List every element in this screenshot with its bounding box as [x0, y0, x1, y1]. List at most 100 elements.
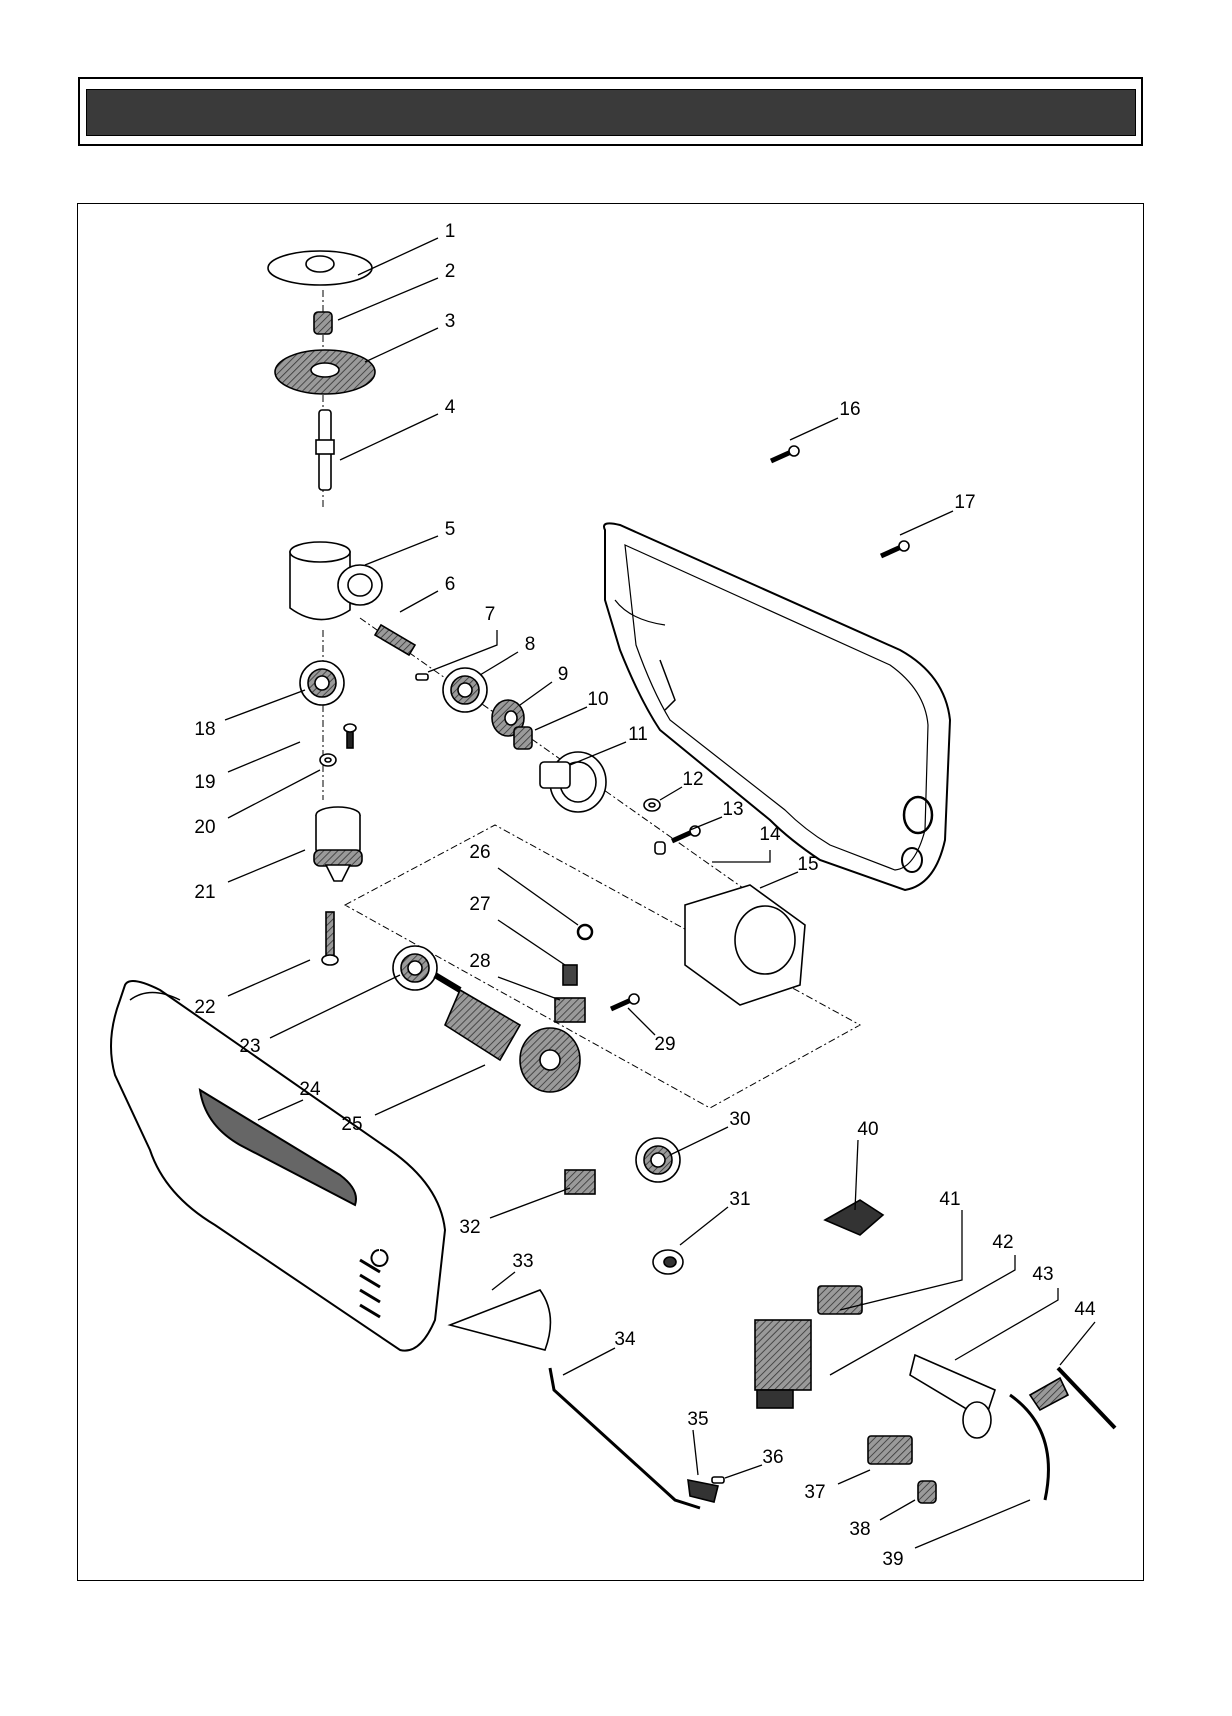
leader-36 — [725, 1465, 762, 1478]
leader-23 — [270, 975, 400, 1038]
leader-37 — [838, 1470, 870, 1484]
part-1 — [268, 251, 372, 285]
part-label-35: 35 — [687, 1409, 708, 1430]
part-label-25: 25 — [341, 1114, 362, 1135]
leader-28 — [498, 977, 560, 1000]
part-6 — [375, 625, 415, 655]
part-25 — [435, 975, 580, 1092]
part-31 — [653, 1250, 683, 1274]
part-21 — [314, 807, 362, 881]
leader-40 — [855, 1140, 858, 1210]
leader-4 — [340, 414, 438, 460]
part-33 — [450, 1290, 550, 1350]
part-36 — [712, 1477, 724, 1483]
leader-33 — [492, 1272, 515, 1290]
part-26 — [578, 925, 592, 939]
part-12 — [644, 799, 660, 811]
part-label-34: 34 — [614, 1329, 636, 1350]
part-label-7: 7 — [485, 604, 496, 625]
part-23 — [393, 946, 437, 990]
leader-25 — [375, 1065, 485, 1115]
leader-17 — [900, 511, 953, 535]
part-label-36: 36 — [762, 1447, 783, 1468]
part-label-26: 26 — [469, 842, 490, 863]
part-label-21: 21 — [194, 882, 215, 903]
part-label-15: 15 — [797, 854, 818, 875]
part-label-22: 22 — [194, 997, 215, 1018]
part-label-18: 18 — [194, 719, 215, 740]
part-label-37: 37 — [804, 1482, 825, 1503]
part-17 — [881, 541, 909, 556]
part-29 — [611, 994, 639, 1009]
part-7 — [416, 674, 428, 680]
part-label-9: 9 — [558, 664, 569, 685]
leader-lines — [225, 238, 1095, 1548]
leader-32 — [490, 1188, 570, 1218]
part-32 — [565, 1170, 595, 1194]
part-44 — [1030, 1368, 1115, 1428]
leader-8 — [480, 652, 518, 675]
part-label-32: 32 — [459, 1217, 480, 1238]
part-15 — [685, 885, 805, 1005]
part-27 — [563, 965, 577, 985]
housing-half-left — [111, 981, 445, 1351]
leader-30 — [670, 1127, 728, 1155]
part-19 — [344, 724, 356, 748]
leader-20 — [228, 770, 320, 818]
part-label-31: 31 — [729, 1189, 750, 1210]
part-label-20: 20 — [194, 817, 215, 838]
leader-3 — [365, 328, 438, 362]
part-18 — [300, 661, 344, 705]
leader-34 — [563, 1348, 615, 1375]
leader-9 — [520, 682, 552, 705]
leader-27 — [498, 920, 565, 965]
leader-12 — [660, 787, 682, 800]
leader-44 — [1060, 1322, 1095, 1365]
part-label-28: 28 — [469, 951, 490, 972]
part-label-13: 13 — [722, 799, 743, 820]
leader-43 — [955, 1288, 1058, 1360]
leader-31 — [680, 1207, 728, 1245]
part-43 — [910, 1355, 995, 1438]
part-label-11: 11 — [628, 724, 648, 745]
part-2 — [314, 312, 332, 334]
part-label-24: 24 — [299, 1079, 321, 1100]
leader-21 — [228, 850, 305, 882]
part-10 — [514, 727, 532, 749]
part-label-29: 29 — [654, 1034, 675, 1055]
part-label-8: 8 — [525, 634, 536, 655]
part-label-16: 16 — [839, 399, 860, 420]
part-label-6: 6 — [445, 574, 456, 595]
part-40 — [825, 1200, 883, 1235]
part-label-39: 39 — [882, 1549, 903, 1570]
part-label-2: 2 — [445, 261, 456, 282]
part-22 — [322, 912, 338, 965]
part-label-43: 43 — [1032, 1264, 1053, 1285]
leader-7 — [428, 630, 497, 672]
leader-10 — [535, 707, 587, 730]
part-3 — [275, 350, 375, 394]
part-label-1: 1 — [445, 221, 456, 242]
part-34 — [550, 1368, 700, 1508]
part-14 — [655, 842, 665, 854]
leader-1 — [358, 238, 438, 275]
part-label-38: 38 — [849, 1519, 870, 1540]
leader-42 — [830, 1255, 1015, 1375]
part-label-5: 5 — [445, 519, 456, 540]
part-label-10: 10 — [587, 689, 608, 710]
part-20 — [320, 754, 336, 766]
part-label-30: 30 — [729, 1109, 750, 1130]
part-label-41: 41 — [939, 1189, 960, 1210]
part-4 — [316, 410, 334, 490]
part-label-23: 23 — [239, 1036, 260, 1057]
part-30 — [636, 1138, 680, 1182]
leader-38 — [880, 1500, 915, 1520]
leader-26 — [498, 868, 578, 925]
leader-2 — [338, 278, 438, 320]
leader-5 — [365, 536, 438, 565]
leader-16 — [790, 418, 838, 440]
part-28 — [555, 998, 585, 1022]
part-label-4: 4 — [445, 397, 456, 418]
leader-15 — [760, 872, 798, 888]
